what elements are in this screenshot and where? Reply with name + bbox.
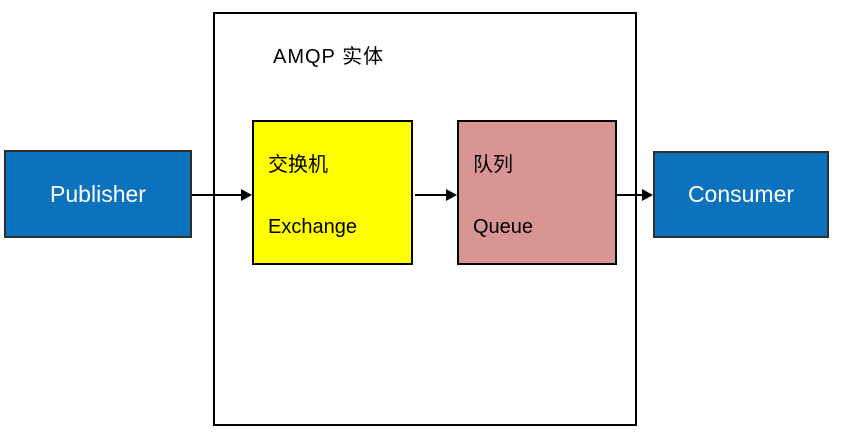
exchange-label-zh: 交换机 [268,154,328,176]
queue-label-zh: 队列 [473,154,513,176]
arrow-line [192,194,242,196]
arrow-line [617,194,643,196]
arrow-line [415,194,447,196]
publisher-label: Publisher [50,180,146,207]
arrowhead-icon [446,189,457,201]
exchange-label-en: Exchange [268,216,357,238]
consumer-label: Consumer [687,181,795,207]
publisher-node: Publisher [4,150,192,238]
diagram-title: AMQP 实体 [273,46,385,68]
amqp-entity-container [213,12,637,426]
queue-node: 队列 Queue [457,120,617,265]
arrowhead-icon [241,189,252,201]
consumer-node: Consumer [653,151,829,238]
arrowhead-icon [642,189,653,201]
exchange-node: 交换机 Exchange [252,120,413,265]
queue-label-en: Queue [473,216,534,238]
